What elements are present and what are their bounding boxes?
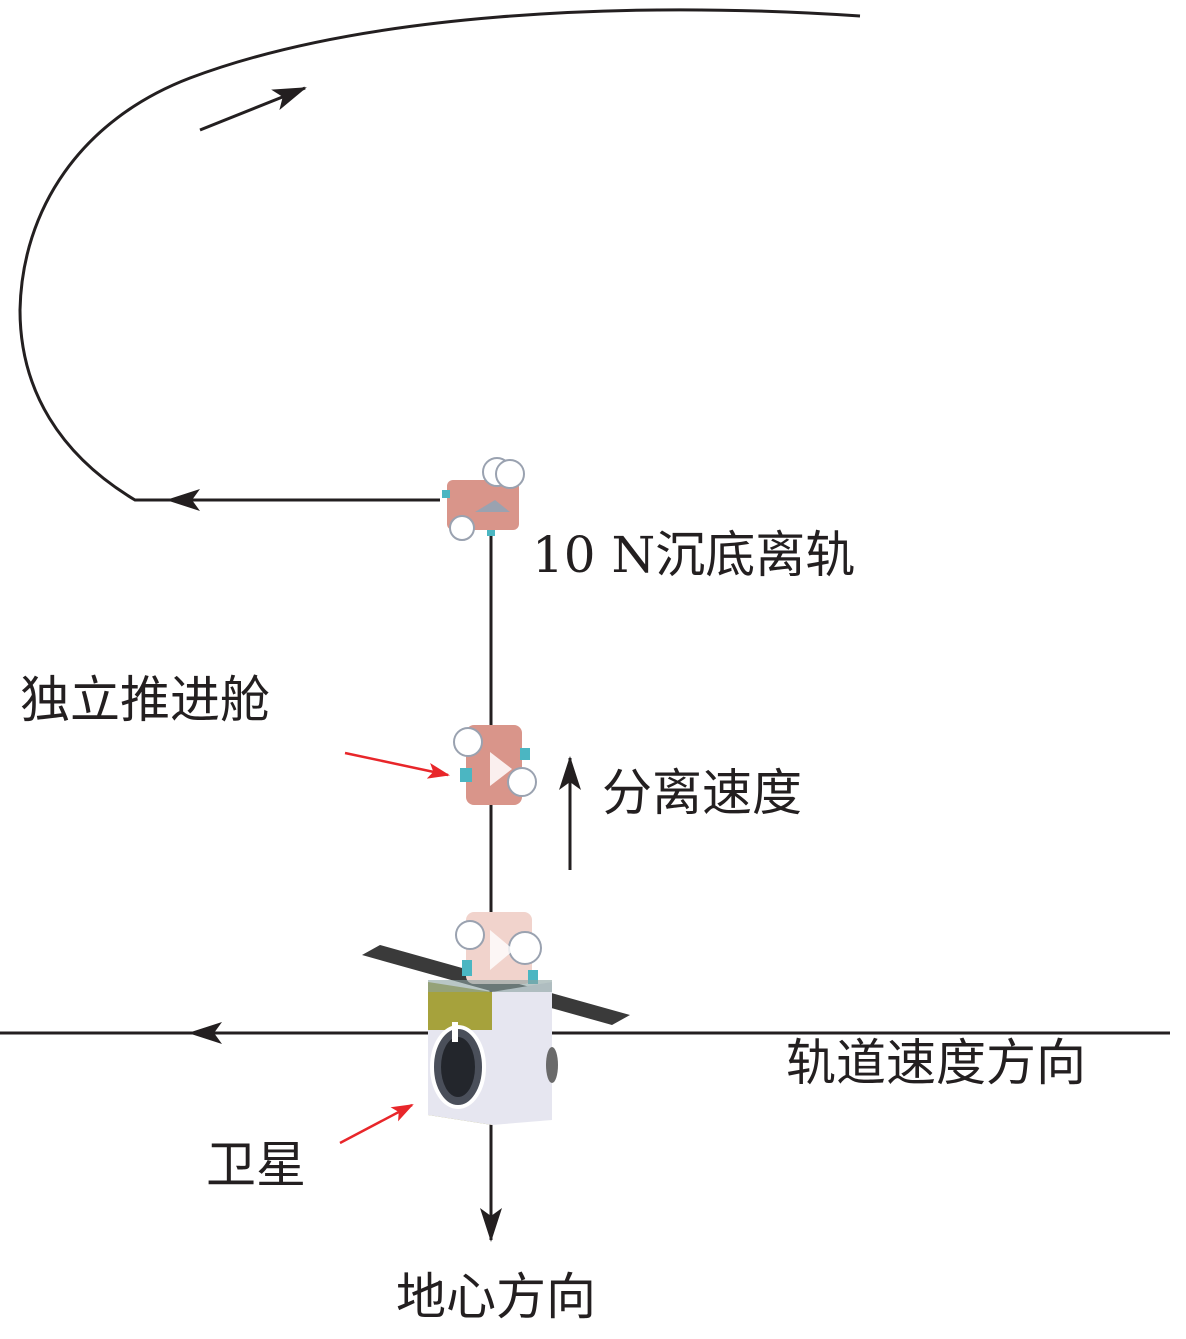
propulsion-module-top <box>442 457 525 541</box>
satellite-assembly <box>362 912 630 1125</box>
trajectory-arrow-upper <box>199 86 307 132</box>
satellite-callout-arrow <box>339 1103 414 1145</box>
satellite-label: 卫星 <box>206 1136 306 1194</box>
module-callout-arrow <box>344 751 450 779</box>
propulsion-module-label: 独立推进舱 <box>20 671 270 729</box>
separation-velocity-label: 分离速度 <box>602 764 802 822</box>
propulsion-module-middle <box>453 725 537 805</box>
orbital-velocity-label: 轨道速度方向 <box>786 1034 1086 1092</box>
deorbit-trajectory-curve <box>18 8 861 502</box>
earth-center-label: 地心方向 <box>396 1268 596 1326</box>
deorbit-label: 10 N沉底离轨 <box>532 526 856 584</box>
